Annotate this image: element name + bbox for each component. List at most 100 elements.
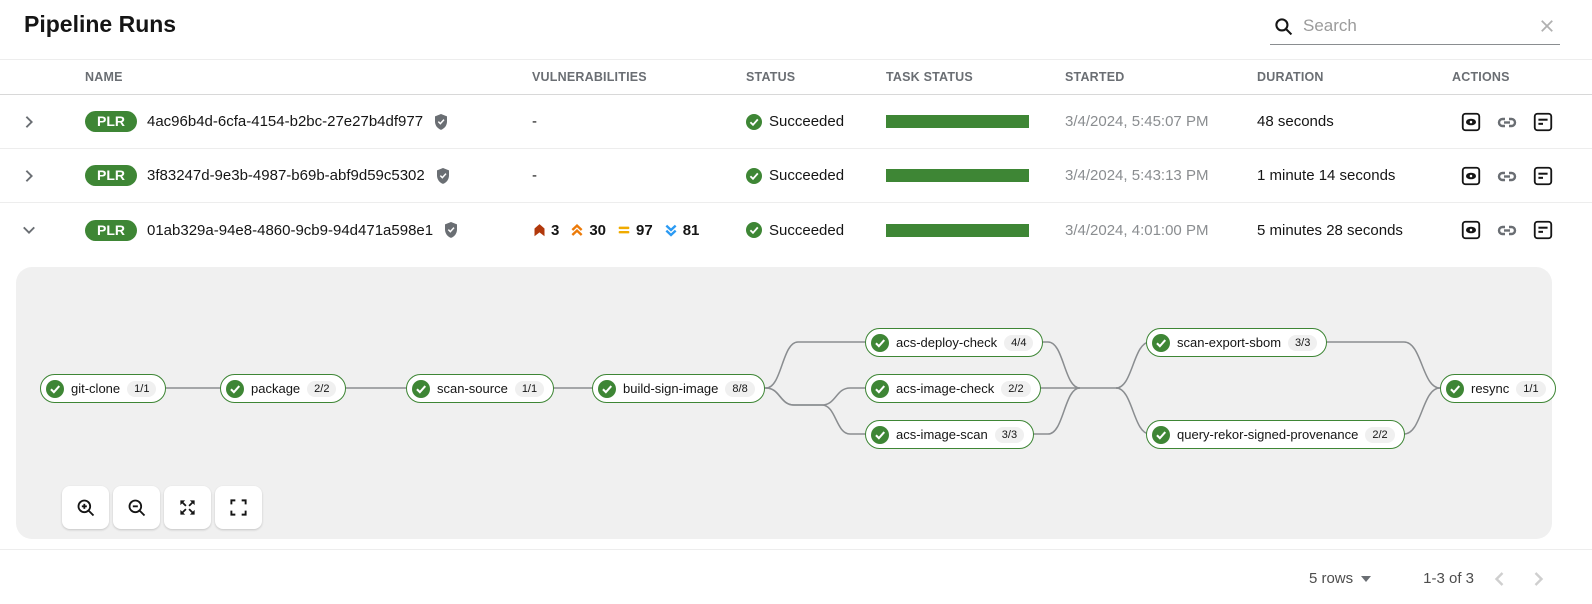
- task-name: acs-image-check: [896, 381, 995, 396]
- copy-link-button[interactable]: [1493, 108, 1521, 136]
- task-success-icon: [598, 379, 616, 398]
- task-success-icon: [871, 333, 889, 352]
- important-count: 30: [589, 221, 607, 239]
- task-success-icon: [1446, 379, 1464, 398]
- moderate-count: 97: [636, 221, 653, 239]
- link-icon: [1497, 171, 1517, 181]
- table-row: PLR 4ac96b4d-6cfa-4154-b2bc-27e27b4df977…: [0, 95, 1592, 149]
- view-logs-button[interactable]: [1530, 163, 1556, 189]
- success-check-icon: [746, 167, 762, 184]
- table-row: PLR 01ab329a-94e8-4860-9cb9-94d471a598e1…: [0, 203, 1592, 257]
- pipeline-run-name[interactable]: 4ac96b4d-6cfa-4154-b2bc-27e27b4df977: [147, 113, 424, 130]
- reset-view-button[interactable]: [215, 486, 262, 529]
- task-name: acs-deploy-check: [896, 335, 998, 350]
- important-severity-icon: [571, 224, 583, 236]
- plr-badge: PLR: [85, 165, 137, 186]
- task-success-icon: [226, 379, 244, 398]
- shield-check-icon: [436, 167, 449, 184]
- rows-per-page-label: 5 rows: [1308, 570, 1354, 587]
- search-input[interactable]: [1303, 16, 1534, 36]
- pipeline-node-resync[interactable]: resync 1/1: [1440, 374, 1556, 403]
- page-header: Pipeline Runs: [0, 0, 1592, 59]
- started-timestamp: 3/4/2024, 5:43:13 PM: [1065, 167, 1209, 184]
- pipeline-node-git-clone[interactable]: git-clone 1/1: [40, 374, 167, 403]
- next-page-button[interactable]: [1526, 567, 1550, 591]
- row-collapse-button[interactable]: [0, 223, 85, 237]
- task-step-count: 3/3: [1288, 334, 1318, 351]
- duration-label: 5 minutes 28 seconds: [1257, 221, 1403, 239]
- critical-count: 3: [551, 221, 560, 239]
- zoom-in-icon: [77, 499, 94, 516]
- task-success-icon: [871, 425, 889, 444]
- view-logs-button[interactable]: [1530, 109, 1556, 135]
- task-success-icon: [871, 379, 889, 398]
- task-success-icon: [46, 379, 64, 398]
- link-icon: [1497, 225, 1517, 236]
- pipeline-node-query-rekor-signed-provenance[interactable]: query-rekor-signed-provenance 2/2: [1146, 420, 1405, 449]
- zoom-in-button[interactable]: [62, 486, 109, 529]
- row-expand-button[interactable]: [0, 115, 85, 129]
- logs-icon: [1533, 220, 1553, 240]
- task-step-count: 2/2: [1365, 426, 1395, 443]
- chevron-left-icon: [1494, 571, 1504, 586]
- pipeline-run-name[interactable]: 3f83247d-9e3b-4987-b69b-abf9d59c5302: [147, 167, 425, 184]
- copy-link-button[interactable]: [1493, 216, 1521, 244]
- view-logs-button[interactable]: [1530, 217, 1556, 243]
- task-name: acs-image-scan: [896, 427, 988, 442]
- task-name: scan-export-sbom: [1177, 335, 1282, 350]
- shield-check-icon: [445, 222, 458, 238]
- pipeline-node-acs-deploy-check[interactable]: acs-deploy-check 4/4: [865, 328, 1044, 357]
- column-header-status: STATUS: [746, 70, 796, 84]
- low-severity-icon: [665, 224, 677, 237]
- row-expand-button[interactable]: [0, 169, 85, 183]
- fit-to-screen-button[interactable]: [164, 486, 211, 529]
- pipeline-node-acs-image-scan[interactable]: acs-image-scan 3/3: [865, 420, 1035, 449]
- task-step-count: 1/1: [514, 380, 545, 397]
- previous-page-button[interactable]: [1488, 567, 1512, 591]
- pipeline-node-acs-image-check[interactable]: acs-image-check 2/2: [865, 374, 1041, 403]
- duration-label: 48 seconds: [1257, 113, 1334, 130]
- vulnerabilities-summary[interactable]: 3 30 97 81: [532, 222, 746, 239]
- zoom-out-button[interactable]: [113, 486, 160, 529]
- pipeline-node-package[interactable]: package 2/2: [220, 374, 347, 403]
- eye-icon: [1461, 112, 1481, 131]
- search-clear-button[interactable]: [1534, 13, 1560, 39]
- caret-down-icon: [1361, 575, 1372, 582]
- table-header-row: NAME VULNERABILITIES STATUS TASK STATUS …: [0, 59, 1592, 95]
- search-box[interactable]: [1270, 8, 1560, 45]
- search-icon: [1275, 17, 1293, 35]
- task-step-count: 3/3: [994, 426, 1025, 443]
- graph-controls: [62, 486, 262, 529]
- pipeline-run-name[interactable]: 01ab329a-94e8-4860-9cb9-94d471a598e1: [147, 221, 434, 239]
- pipeline-edges: [146, 341, 1450, 435]
- task-name: build-sign-image: [623, 381, 719, 396]
- task-step-count: 8/8: [725, 380, 755, 397]
- task-status-bar: [886, 169, 1029, 182]
- view-output-button[interactable]: [1458, 109, 1484, 135]
- expand-arrows-icon: [180, 500, 195, 515]
- column-header-started: STARTED: [1065, 70, 1125, 84]
- rows-per-page-dropdown[interactable]: 5 rows: [1308, 570, 1372, 587]
- pipeline-node-scan-source[interactable]: scan-source 1/1: [406, 374, 555, 403]
- eye-icon: [1461, 220, 1481, 240]
- page-title: Pipeline Runs: [24, 11, 177, 37]
- view-output-button[interactable]: [1458, 163, 1484, 189]
- logs-icon: [1533, 166, 1553, 185]
- column-header-vulnerabilities: VULNERABILITIES: [532, 70, 647, 84]
- pipeline-node-scan-export-sbom[interactable]: scan-export-sbom 3/3: [1146, 328, 1328, 357]
- pipeline-node-build-sign-image[interactable]: build-sign-image 8/8: [592, 374, 765, 403]
- task-step-count: 1/1: [127, 380, 157, 397]
- task-name: query-rekor-signed-provenance: [1177, 427, 1359, 442]
- view-output-button[interactable]: [1458, 217, 1484, 243]
- column-header-actions: ACTIONS: [1452, 70, 1510, 84]
- task-success-icon: [412, 379, 430, 398]
- started-timestamp: 3/4/2024, 5:45:07 PM: [1065, 113, 1209, 130]
- task-step-count: 2/2: [307, 380, 337, 397]
- task-step-count: 4/4: [1004, 334, 1034, 351]
- status-label: Succeeded: [769, 221, 845, 239]
- copy-link-button[interactable]: [1493, 162, 1521, 190]
- moderate-severity-icon: [618, 226, 630, 234]
- chevron-right-icon: [25, 115, 33, 128]
- pagination-range: 1-3 of 3: [1423, 570, 1474, 587]
- zoom-out-icon: [128, 499, 145, 516]
